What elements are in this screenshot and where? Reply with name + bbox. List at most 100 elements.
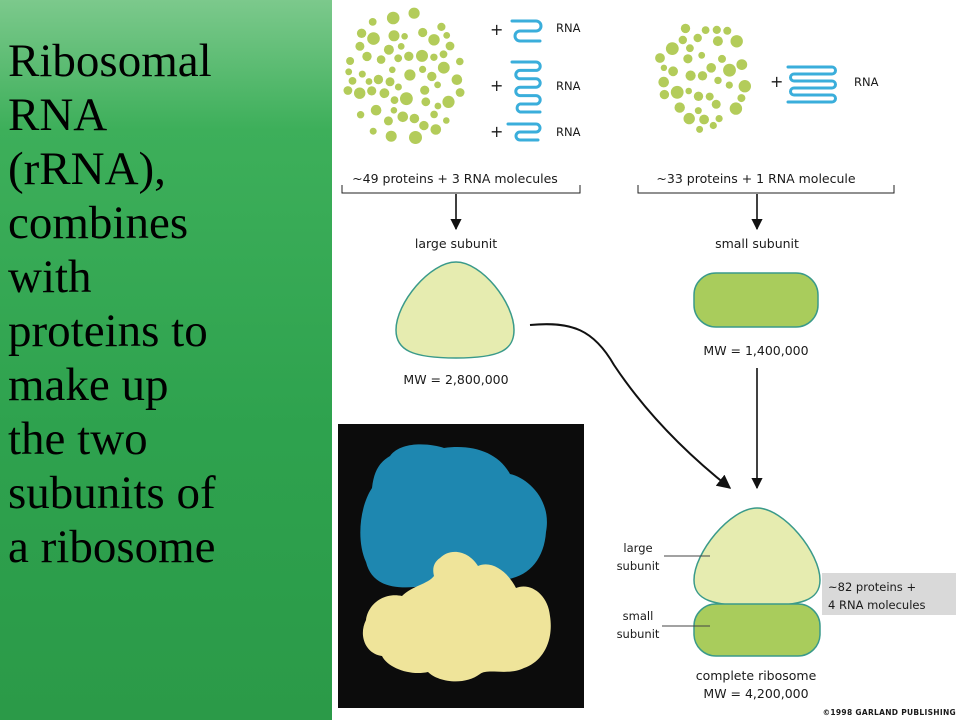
protein-dot [434,102,442,110]
protein-dot [738,80,751,93]
protein-dot [712,25,721,34]
protein-dot [698,51,706,59]
protein-dot [711,99,721,109]
protein-dot [418,27,428,38]
protein-dot [370,104,382,116]
plus-sign: + [490,122,503,141]
protein-dot [343,86,353,95]
protein-dot [356,28,367,38]
protein-dot [373,74,384,85]
protein-dot [400,92,413,106]
protein-dot [699,114,709,125]
protein-dot [437,61,450,74]
protein-dot [385,130,397,142]
protein-dot [715,115,723,123]
protein-dot [408,7,420,19]
model-small-subunit [362,551,551,682]
protein-dot [660,64,668,72]
protein-dot [659,89,670,100]
protein-dot [428,34,440,46]
protein-dot [694,107,702,115]
slide-text-line: Ribosomal [8,35,212,87]
slide-text: Ribosomal RNA (rRNA), combines with prot… [8,34,326,574]
protein-dot [665,42,679,55]
protein-dot [723,26,732,35]
protein-dot [658,76,669,88]
total-composition-box [822,573,956,615]
protein-dot [693,33,702,43]
slide-text-line: the two [8,413,148,465]
rna-label: RNA [556,21,581,35]
protein-dot [376,55,386,64]
small-subunit-shape [693,272,819,328]
small-subunit-label: small subunit [715,236,799,251]
slide-text-line: make up [8,359,169,411]
protein-dot [456,57,464,66]
small-protein-cluster [655,23,751,133]
protein-dot [723,63,736,77]
protein-dot [404,69,416,81]
protein-dot [427,71,437,82]
slide-text-line: with [8,251,92,303]
ribosome-small-label: small [623,609,654,623]
protein-dot [419,65,427,73]
protein-dot [390,107,398,114]
protein-dot [346,57,355,65]
total-composition-label: 4 RNA molecules [828,598,925,612]
protein-dot [345,68,353,76]
protein-dot [358,70,366,78]
protein-dot [430,53,438,61]
protein-dot [430,110,438,119]
complete-ribosome-mw: MW = 4,200,000 [703,686,808,701]
protein-dot [401,33,408,40]
ribosome-small-label: subunit [617,627,660,641]
protein-dot [409,113,420,124]
protein-dot [420,85,430,95]
protein-dot [409,131,422,144]
ribosome-diagram: + + + + RNA RNA RNA RNA ~49 proteins + 3… [338,7,956,717]
copyright-notice: ©1998 GARLAND PUBLISHING [823,708,956,717]
protein-dot [697,71,708,81]
slide-text-line: proteins to [8,305,208,357]
rna-label: RNA [854,75,879,89]
ribosome-large-part [693,507,821,607]
small-subunit-mw: MW = 1,400,000 [703,343,808,358]
protein-dot [368,18,377,26]
protein-dot [730,35,743,48]
protein-dot [737,94,746,103]
protein-dot [443,32,451,39]
ribosome-large-label: subunit [617,559,660,573]
total-composition-label: ~82 proteins + [828,580,916,594]
model-large-subunit [360,444,547,588]
slide-text-line: a ribosome [8,521,216,573]
small-bracket [637,185,895,194]
protein-dot [696,125,704,133]
large-protein-cluster [343,7,465,144]
protein-dot [367,86,377,96]
small-composition-label: ~33 proteins + 1 RNA molecule [656,171,855,186]
plus-sign: + [490,76,503,95]
protein-dot [404,51,414,61]
protein-dot [442,95,455,108]
protein-dot [445,41,455,51]
protein-dot [674,102,685,113]
protein-dot [389,66,396,74]
protein-dot [709,121,717,130]
protein-dot [421,97,431,107]
protein-dot [693,91,704,102]
protein-dot [348,77,357,85]
protein-dot [354,87,366,99]
protein-dot [388,30,400,42]
protein-dot [365,78,373,85]
ribosome-large-label: large [623,541,652,555]
protein-dot [736,59,748,70]
protein-dot [430,124,442,135]
protein-dot [439,50,448,59]
protein-dot [394,54,403,63]
ribosome-3d-model [338,424,584,708]
ribosome-small-part [693,603,821,657]
protein-dot [356,111,365,119]
protein-dot [705,92,714,101]
protein-dot [701,26,710,34]
protein-dot [369,127,377,135]
